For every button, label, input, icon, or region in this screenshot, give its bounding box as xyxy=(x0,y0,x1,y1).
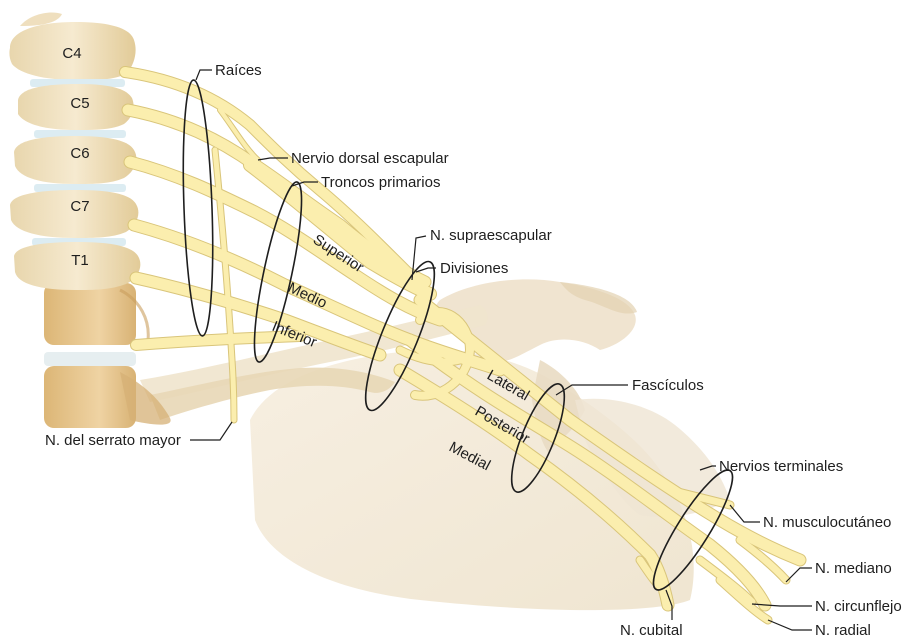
label-raices: Raíces xyxy=(215,62,262,79)
vertebra-c6: C6 xyxy=(14,136,136,184)
label-n-radial: N. radial xyxy=(815,622,871,639)
vertebra-c4: C4 xyxy=(9,13,135,81)
label-divisiones: Divisiones xyxy=(440,260,508,277)
label-n-cubital: N. cubital xyxy=(620,622,683,639)
vertebra-t1: T1 xyxy=(14,242,140,290)
vertebra-label-c4: C4 xyxy=(62,45,81,62)
label-n-musculocutaneo: N. musculocutáneo xyxy=(763,514,891,531)
label-n-supraescapular: N. supraescapular xyxy=(430,227,552,244)
label-troncos-primarios: Troncos primarios xyxy=(321,174,440,191)
label-fasciculos: Fascículos xyxy=(632,377,704,394)
vertebra-c5: C5 xyxy=(18,84,134,130)
thoracic-spine xyxy=(44,283,171,428)
label-n-circunflejo: N. circunflejo xyxy=(815,598,902,615)
vertebra-label-t1: T1 xyxy=(71,252,89,269)
vertebra-label-c5: C5 xyxy=(70,95,89,112)
label-n-mediano: N. mediano xyxy=(815,560,892,577)
vertebra-label-c6: C6 xyxy=(70,145,89,162)
vertebra-label-c7: C7 xyxy=(70,198,89,215)
label-n-serrato-mayor: N. del serrato mayor xyxy=(45,432,181,449)
cervical-spine: C4 C5 C6 C7 T1 xyxy=(9,13,140,291)
label-trunk-medio: Medio xyxy=(285,279,329,312)
label-nervios-terminales: Nervios terminales xyxy=(719,458,843,475)
nerve-root-c5 xyxy=(128,110,425,282)
vertebra-c7: C7 xyxy=(10,190,138,238)
label-nervio-dorsal-escapular: Nervio dorsal escapular xyxy=(291,150,449,167)
